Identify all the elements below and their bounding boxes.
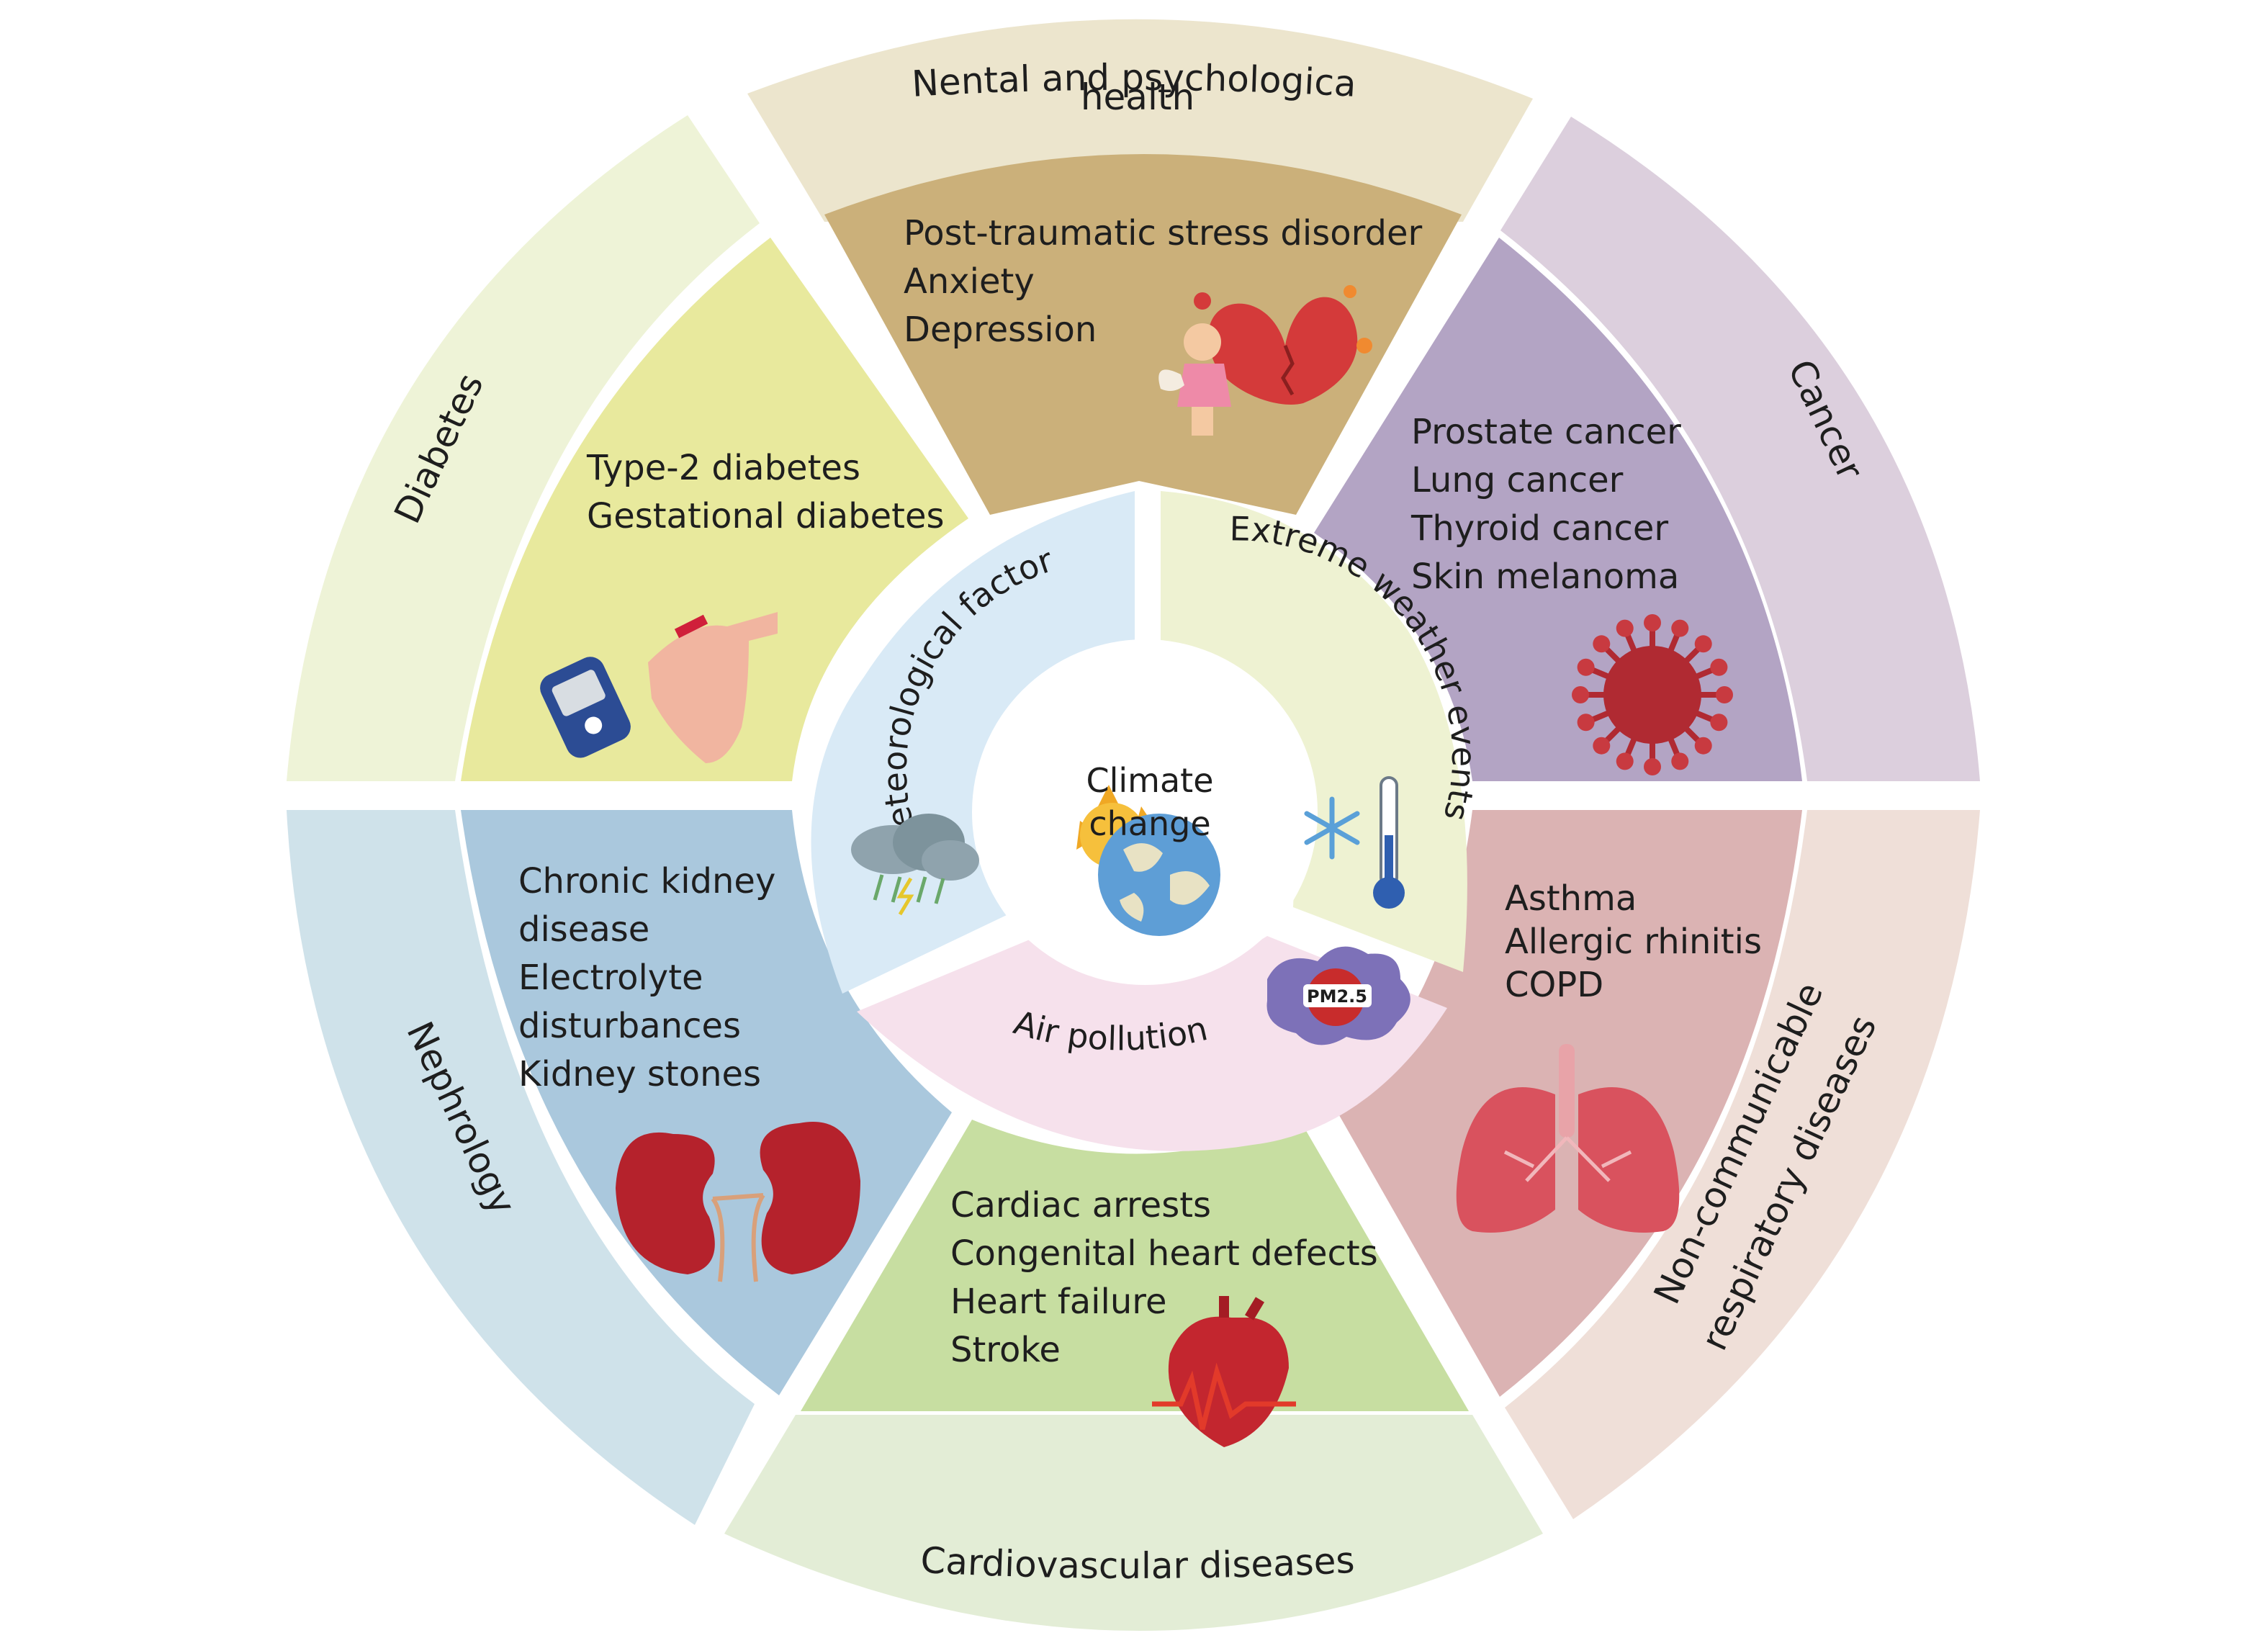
small-heart-2 [1344,285,1356,298]
virus-spike-tip [1577,658,1595,676]
heart-vessels [1219,1296,1265,1320]
virus-spike-tip [1572,686,1589,703]
mid-segment-cancer [1314,238,1802,781]
mid-list-nephro-0: Chronic kidney [518,861,775,901]
outer-segment-nephro [287,810,755,1525]
outer-label-cardio: Cardiovascular diseases [919,1539,1356,1587]
hand [648,612,778,763]
pm-label-bg [1303,984,1372,1007]
mid-list-cancer-0: Prostate cancer [1411,412,1681,452]
small-heart-3 [1356,338,1372,354]
mid-segment-diabetes [461,238,968,781]
left-lung [1456,1087,1555,1233]
center-label-line1: Climate [1086,761,1213,800]
mid-list-mental-2: Depression [904,310,1097,350]
small-heart-1 [1194,292,1211,310]
mid-list-cancer-1: Lung cancer [1411,460,1624,500]
outer-segment-cancer [1500,117,1980,781]
virus-spike-tip [1671,752,1689,770]
mid-list-mental-0: Post-traumatic stress disorder [904,213,1423,253]
mid-list-nephro-4: Kidney stones [518,1054,761,1094]
girl-dress [1177,364,1231,407]
trachea [1559,1044,1575,1138]
mid-labels: Post-traumatic stress disorder Anxiety D… [518,213,1762,1370]
thermometer-snowflake-icon [1304,776,1405,909]
virus-spike-tip [1644,758,1661,775]
mid-list-mental-1: Anxiety [904,261,1035,302]
mid-list-respiratory-0: Asthma [1505,878,1637,919]
meter-device [540,657,631,758]
mid-list-respiratory-1: Allergic rhinitis [1505,922,1762,962]
kidneys-icon [616,1121,860,1282]
finger-lancet [674,614,708,639]
mid-list-nephro-2: Electrolyte [518,958,703,998]
mid-list-cardio-3: Stroke [950,1330,1061,1370]
right-kidney [760,1121,860,1274]
mid-segment-cardio [801,1120,1469,1411]
virus-spike-tip [1577,714,1595,732]
mid-list-nephro-1: disease [518,909,649,950]
mid-segment-mental [824,154,1462,515]
outer-label-mental-line1: Nental and psychologica [911,57,1357,105]
virus-spike-tip [1710,714,1728,732]
mid-list-respiratory-2: COPD [1505,965,1603,1005]
ecg-line [1152,1362,1296,1430]
outer-segment-respiratory [1505,810,1980,1519]
mid-list-cancer-3: Skin melanoma [1411,557,1679,597]
bronchi [1503,1136,1632,1182]
mid-list-diabetes-1: Gestational diabetes [587,496,945,536]
pm25-badge-icon: PM2.5 [1266,946,1410,1045]
lungs-icon [1456,1044,1680,1233]
middle-ring [461,154,1802,1411]
mid-list-cancer-2: Thyroid cancer [1410,508,1668,549]
sun-globe-icon [1076,785,1220,936]
thermometer-bulb [1373,877,1405,909]
virus-spike-tip [1694,737,1712,755]
ureters [711,1193,765,1282]
virus-icon [1572,614,1733,775]
left-kidney [616,1132,715,1274]
mid-list-cardio-2: Heart failure [950,1282,1166,1322]
mid-list-diabetes-0: Type-2 diabetes [586,448,860,488]
outer-segment-mental [747,19,1533,222]
outer-segment-diabetes [287,115,760,781]
virus-spike-tip [1694,635,1712,653]
storm-cloud-icon [851,814,979,916]
girl-head [1184,323,1221,361]
big-heart-shape [1208,297,1358,405]
virus-spike-tip [1710,658,1728,676]
right-lung [1578,1087,1680,1233]
mid-list-cardio-1: Congenital heart defects [950,1233,1378,1274]
mid-list-nephro-3: disturbances [518,1006,741,1046]
virus-spike-tip [1671,619,1689,637]
virus-body [1603,646,1701,744]
pm-label: PM2.5 [1307,986,1367,1007]
heart-crack [1281,345,1295,396]
girl-wings [1158,369,1184,392]
outer-label-mental-line2: health [1081,76,1194,118]
snowflake [1304,796,1360,860]
virus-spike-tip [1593,737,1611,755]
globe-land [1120,843,1210,922]
heart-with-girl-icon [1158,285,1372,436]
outer-segment-cardio [724,1415,1543,1631]
virus-spike-tip [1616,619,1634,637]
mid-list-cardio-0: Cardiac arrests [950,1185,1211,1225]
virus-spike-tip [1644,614,1661,631]
center-label-line2: change [1089,804,1210,843]
virus-spike-tip [1593,635,1611,653]
virus-spike-tip [1716,686,1733,703]
outer-ring [287,19,1980,1631]
virus-spike-tip [1616,752,1634,770]
glucose-meter-icon [540,612,778,763]
thermometer-mercury [1385,835,1393,886]
heart-icon [1152,1296,1296,1447]
girl-legs [1192,407,1213,436]
